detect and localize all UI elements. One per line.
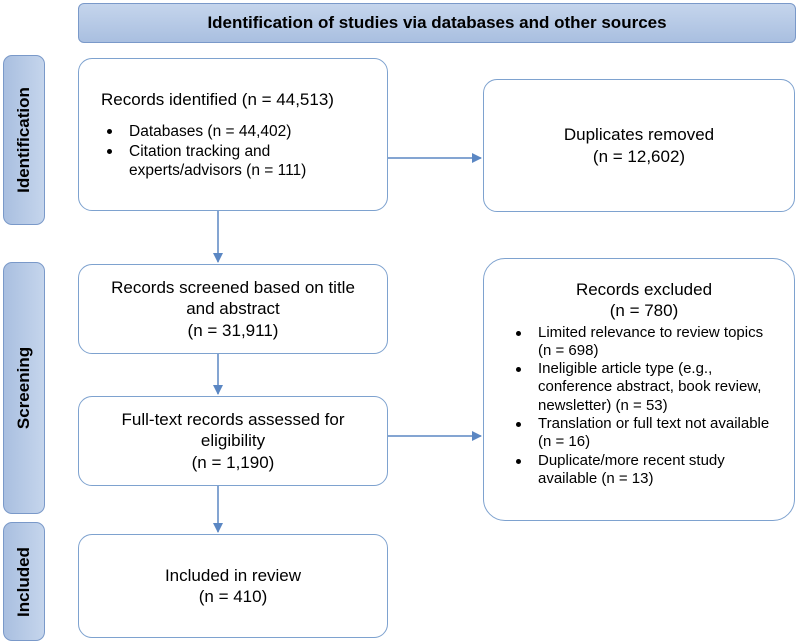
phase-included: Included: [3, 522, 45, 641]
records-identified-box: Records identified (n = 44,513) Database…: [78, 58, 388, 211]
duplicates-removed-box: Duplicates removed (n = 12,602): [483, 79, 795, 212]
list-item: Translation or full text not available (…: [508, 415, 780, 452]
included-in-review-title: Included in review: [164, 565, 302, 585]
records-screened-count: (n = 31,911): [187, 320, 279, 340]
diagram-header: Identification of studies via databases …: [78, 3, 796, 43]
phase-identification: Identification: [3, 55, 45, 225]
records-excluded-box: Records excluded (n = 780) Limited relev…: [483, 258, 795, 521]
records-identified-list: Databases (n = 44,402) Citation tracking…: [99, 122, 371, 180]
list-item: Ineligible article type (e.g., conferenc…: [508, 360, 780, 415]
records-identified-title: Records identified (n = 44,513): [101, 90, 334, 109]
phase-screening: Screening: [3, 262, 45, 514]
list-item: Databases (n = 44,402): [99, 122, 371, 141]
included-in-review-count: (n = 410): [198, 587, 268, 606]
list-item: Citation tracking and experts/advisors (…: [99, 142, 371, 181]
records-excluded-count: (n = 780): [609, 301, 679, 321]
header-title: Identification of studies via databases …: [207, 13, 667, 32]
duplicates-removed-count: (n = 12,602): [592, 146, 686, 166]
fulltext-assessed-box: Full-text records assessed for eligibili…: [78, 396, 388, 486]
records-excluded-list: Limited relevance to review topics (n = …: [508, 324, 780, 489]
included-in-review-box: Included in review (n = 410): [78, 534, 388, 638]
records-screened-box: Records screened based on title and abst…: [78, 264, 388, 354]
records-screened-title: Records screened based on title and abst…: [111, 278, 355, 319]
list-item: Limited relevance to review topics (n = …: [508, 324, 780, 361]
list-item: Duplicate/more recent study available (n…: [508, 452, 780, 489]
duplicates-removed-title: Duplicates removed: [563, 125, 715, 145]
fulltext-assessed-count: (n = 1,190): [191, 452, 275, 472]
records-excluded-title: Records excluded: [575, 280, 713, 299]
fulltext-assessed-title: Full-text records assessed for eligibili…: [121, 410, 345, 451]
